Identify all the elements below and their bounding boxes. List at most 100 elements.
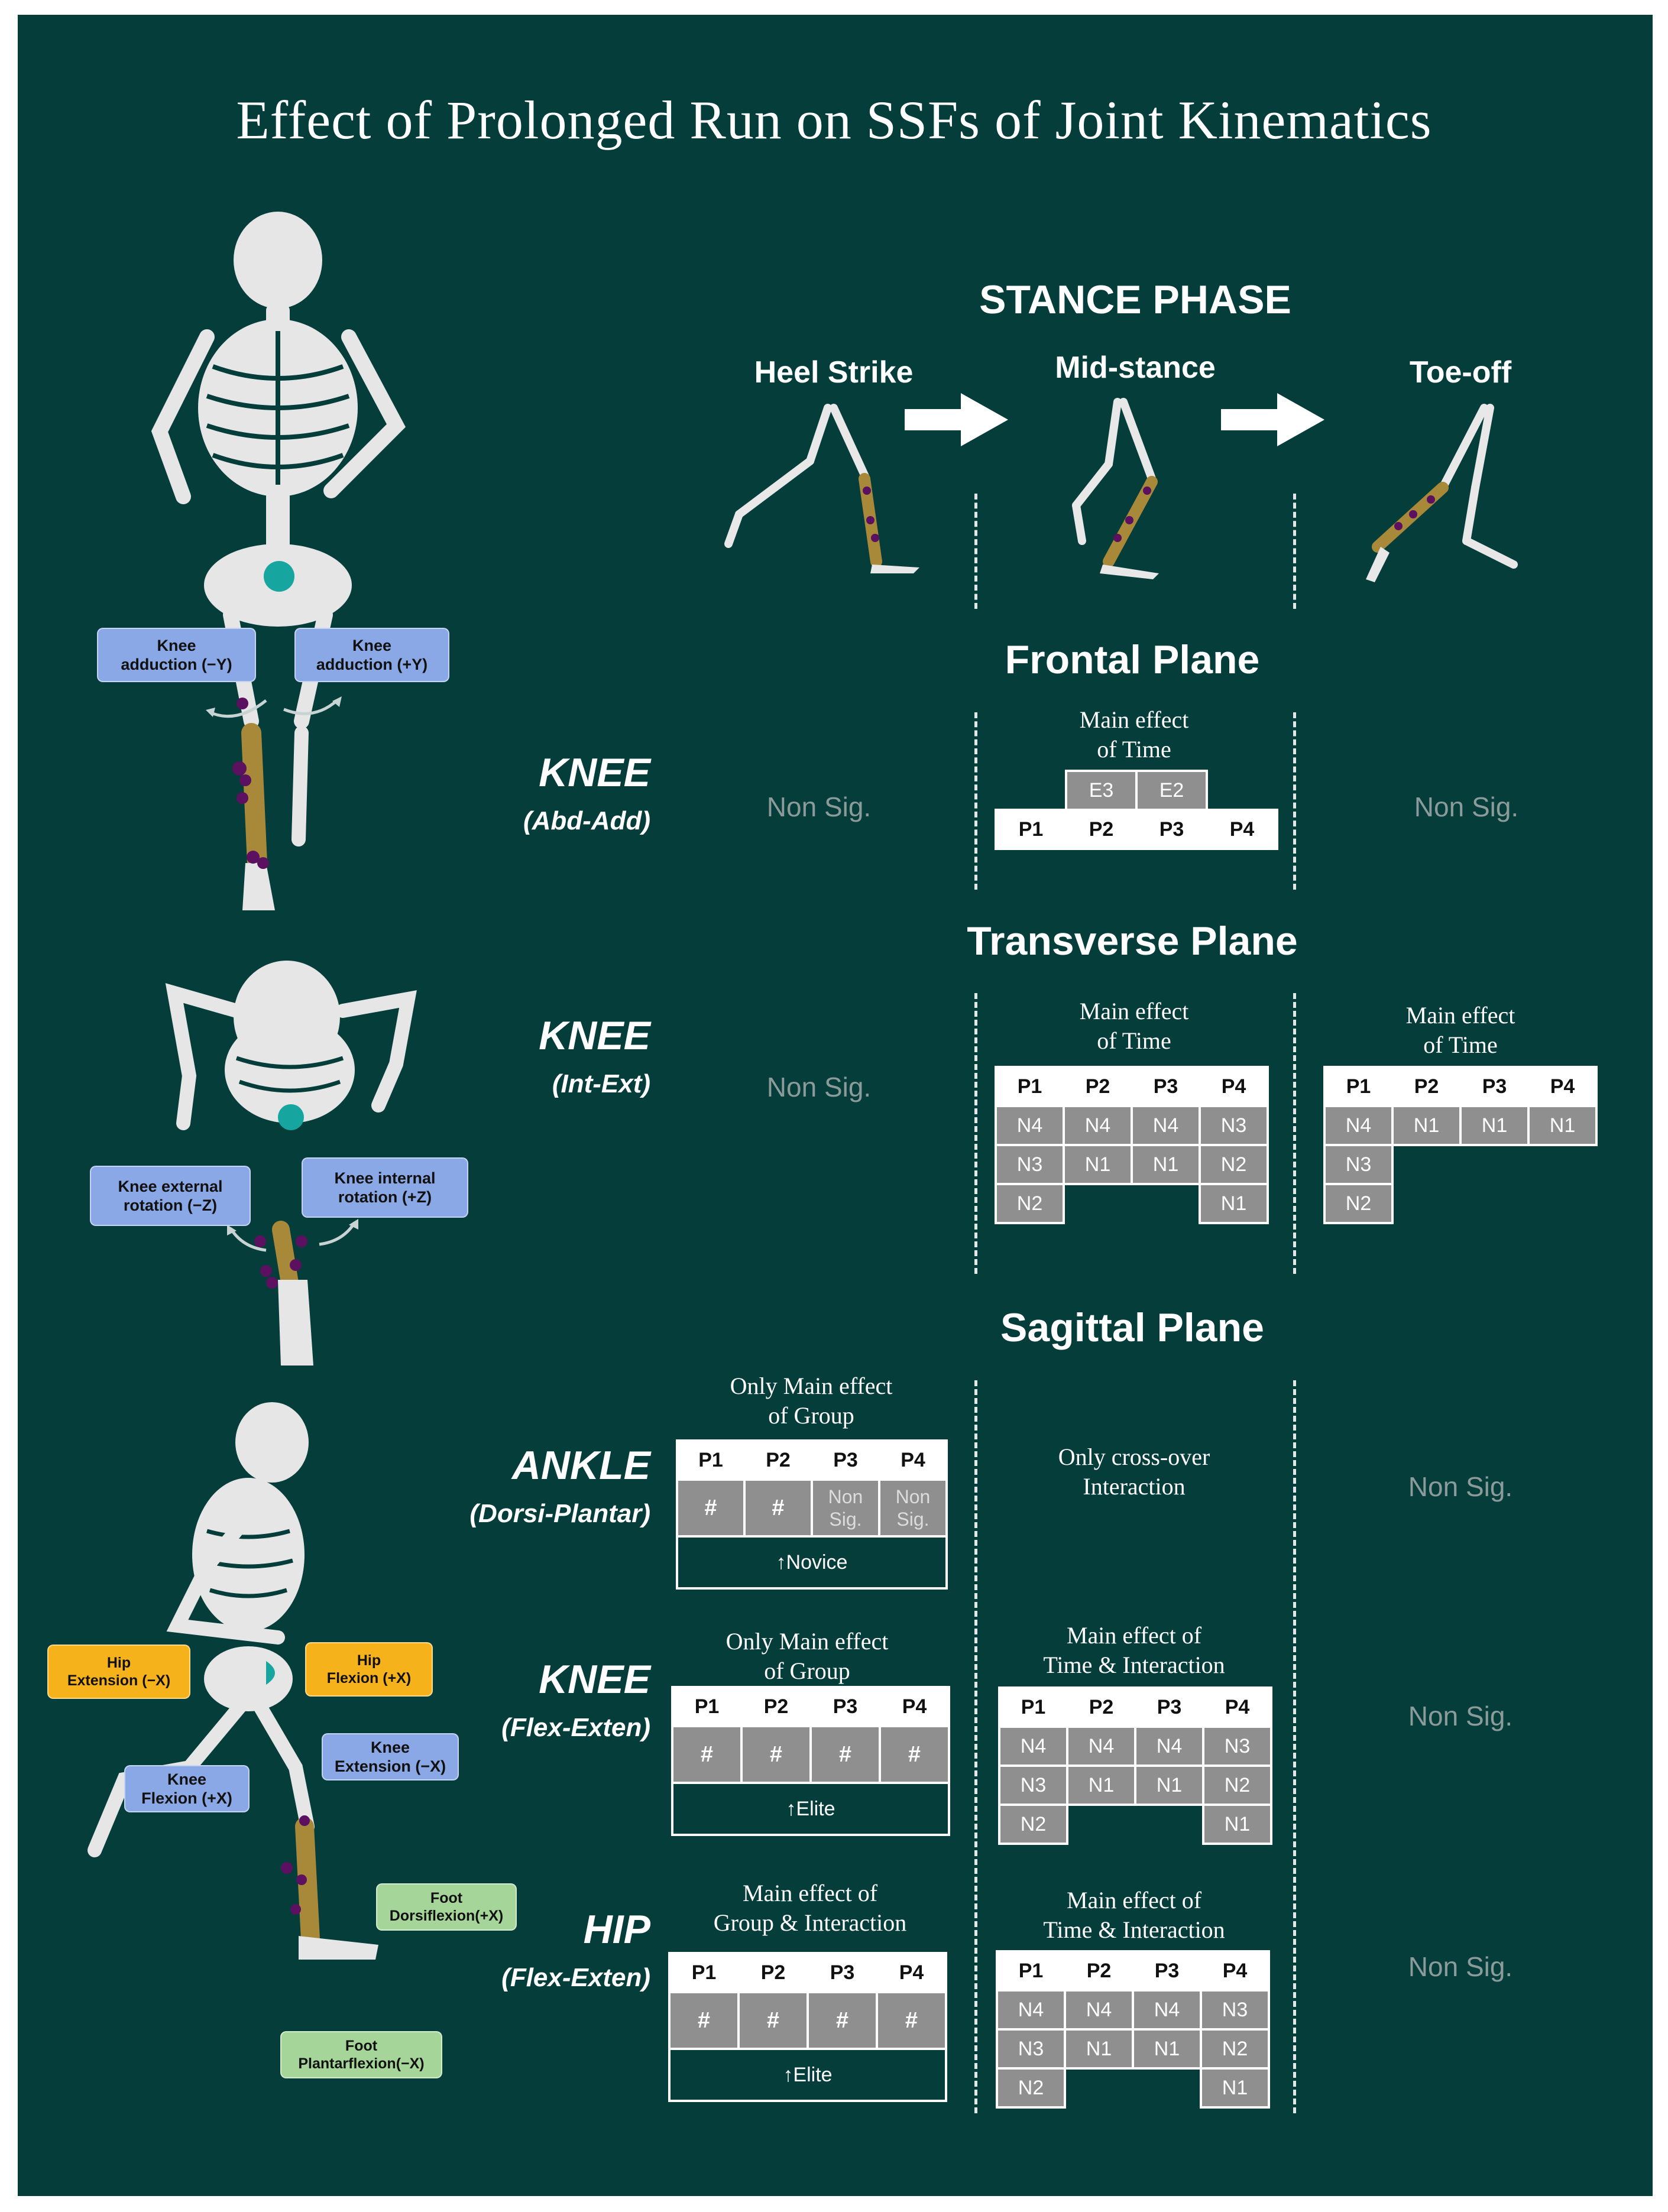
knee-adduction-positive-label: Knee adduction (+Y)	[294, 628, 449, 682]
column-divider	[1293, 993, 1296, 1274]
period-header: P3	[1135, 809, 1208, 850]
n-cell: N2	[995, 1183, 1065, 1224]
effect-line: of Time	[1423, 1032, 1498, 1058]
n-cell: N1	[1199, 1183, 1269, 1224]
period-header: P2	[737, 1952, 809, 1993]
arrow-right-icon	[905, 393, 1008, 446]
n-cell: N1	[1202, 1804, 1272, 1845]
n-cell: N1	[1063, 1144, 1133, 1185]
label-line: rotation (−Z)	[123, 1196, 218, 1214]
main-effect-group-interaction-label: Main effect of Group & Interaction	[692, 1879, 928, 1938]
e-cell: E3	[1065, 770, 1138, 811]
hash-cell: #	[740, 1725, 812, 1784]
effect-line: Main effect of	[1066, 1622, 1202, 1649]
n-cell: N2	[1323, 1183, 1394, 1224]
period-header: P4	[1199, 1066, 1269, 1107]
effect-line: of Group	[768, 1402, 854, 1429]
elite-cell: ↑Elite	[668, 2048, 947, 2102]
column-divider	[974, 712, 977, 890]
period-header: P4	[1202, 1686, 1272, 1728]
label-line: Knee internal	[334, 1169, 436, 1187]
n-cell: N4	[1134, 1726, 1204, 1767]
n-cell: N4	[1131, 1105, 1201, 1146]
curved-arrow-icon	[227, 1225, 267, 1252]
n-cell: N3	[995, 1144, 1065, 1185]
effect-line: Only cross-over	[1058, 1444, 1210, 1470]
period-header: P1	[1323, 1066, 1394, 1107]
period-header: P1	[668, 1952, 740, 1993]
knee-sagittal-mid-stance-table: P1 P2 P3 P4 N4 N4 N4 N3 N3 N1 N1 N2 N2 N…	[998, 1686, 1272, 1845]
effect-line: of Time	[1097, 736, 1171, 763]
period-header: P1	[996, 1950, 1066, 1992]
period-header: P2	[740, 1686, 812, 1727]
effect-line: Time & Interaction	[1043, 1652, 1225, 1678]
effect-line: Interaction	[1083, 1473, 1186, 1500]
effect-line: Only Main effect	[726, 1628, 889, 1655]
joint-name: KNEE	[539, 750, 650, 795]
skeleton-top-view-illustration	[165, 961, 417, 1366]
period-header: P4	[1527, 1066, 1598, 1107]
period-header: P4	[876, 1952, 947, 1993]
phase-toe-off: Toe-off	[1409, 355, 1512, 390]
joint-name: KNEE	[539, 1013, 650, 1058]
elite-cell: ↑Elite	[671, 1782, 950, 1836]
n-cell: N2	[998, 1804, 1068, 1845]
period-header: P3	[1459, 1066, 1530, 1107]
label-line: Flexion (+X)	[141, 1789, 232, 1807]
period-header: P2	[1064, 1950, 1134, 1992]
joint-motion: (Flex-Exten)	[501, 1963, 650, 1992]
period-header: P2	[1391, 1066, 1462, 1107]
period-header: P1	[995, 1066, 1065, 1107]
hash-cell: #	[737, 1991, 809, 2050]
period-header: P4	[1206, 809, 1278, 850]
n-cell: N2	[1202, 1765, 1272, 1806]
period-header: P1	[998, 1686, 1068, 1728]
figure-title: Effect of Prolonged Run on SSFs of Joint…	[236, 90, 1432, 150]
column-divider	[974, 1380, 977, 2113]
transverse-plane-heading: Transverse Plane	[967, 919, 1298, 964]
n-cell: N2	[1199, 1144, 1269, 1185]
skeleton-side-view-illustration	[88, 1402, 378, 1960]
skeleton-front-view-illustration	[151, 212, 406, 910]
label-line: Flexion (+X)	[326, 1670, 412, 1686]
effect-line: Main effect of	[1066, 1887, 1202, 1913]
n-cell: N2	[1200, 2028, 1270, 2070]
stance-phase-heading: STANCE PHASE	[979, 277, 1291, 322]
n-cell: N3	[1199, 1105, 1269, 1146]
n-cell: N1	[1134, 1765, 1204, 1806]
hash-cell: #	[809, 1725, 881, 1784]
effect-line: of Time	[1097, 1027, 1171, 1054]
period-header: P1	[995, 809, 1067, 850]
joint-motion: (Abd-Add)	[523, 806, 650, 835]
period-header: P3	[809, 1686, 881, 1727]
effect-line: Only Main effect	[730, 1373, 893, 1399]
n-cell: N1	[1066, 1765, 1136, 1806]
period-header: P3	[1131, 1066, 1201, 1107]
n-cell: N3	[1323, 1144, 1394, 1185]
sagittal-plane-heading: Sagittal Plane	[1000, 1305, 1264, 1350]
frontal-mid-stance-table: E3 E2 P1 P2 P3 P4	[995, 770, 1278, 850]
label-line: Knee	[157, 636, 196, 654]
main-effect-of-time-label: Main effect of Time	[1016, 705, 1252, 764]
period-header: P4	[1200, 1950, 1270, 1992]
period-header: P4	[879, 1686, 950, 1727]
e-cell: E2	[1135, 770, 1208, 811]
column-divider	[1293, 494, 1296, 609]
n-cell: N4	[995, 1105, 1065, 1146]
label-line: Knee	[352, 636, 392, 654]
label-line: Extension (−X)	[334, 1757, 446, 1775]
effect-line: Main effect	[1079, 998, 1189, 1024]
n-cell: N4	[1064, 1989, 1134, 2031]
label-line: adduction (+Y)	[316, 656, 428, 673]
n-cell: N3	[998, 1765, 1068, 1806]
n-cell: N1	[1391, 1105, 1462, 1146]
label-line: Knee	[370, 1738, 410, 1756]
